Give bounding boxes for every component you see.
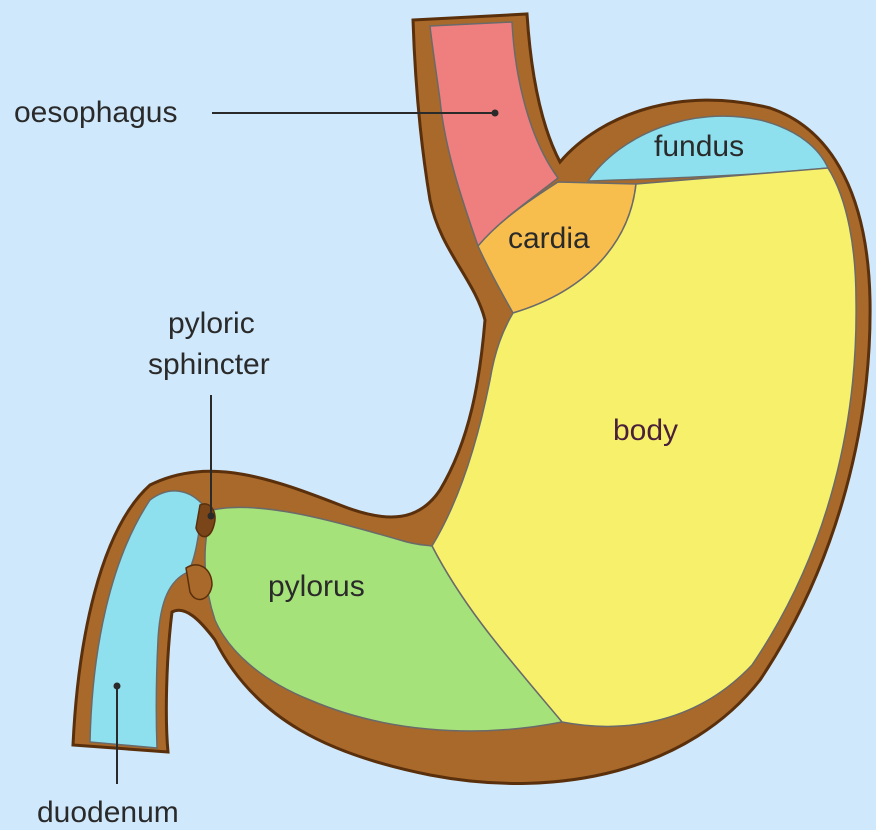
label-oesophagus: oesophagus xyxy=(14,96,177,129)
label-duodenum: duodenum xyxy=(37,796,179,829)
duodenum-leader-dot xyxy=(114,683,121,690)
pyloric-sphincter-leader-dot xyxy=(208,513,215,520)
pyloric-sphincter xyxy=(196,504,215,537)
label-cardia: cardia xyxy=(508,222,590,255)
label-body: body xyxy=(613,414,678,447)
label-pyloric-sphincter-line2: sphincter xyxy=(148,348,270,381)
label-pyloric-sphincter-line1: pyloric xyxy=(168,307,255,340)
oesophagus-leader-dot xyxy=(492,110,499,117)
label-pylorus: pylorus xyxy=(268,570,365,603)
duodenum-region xyxy=(90,491,203,748)
label-fundus: fundus xyxy=(654,130,744,163)
